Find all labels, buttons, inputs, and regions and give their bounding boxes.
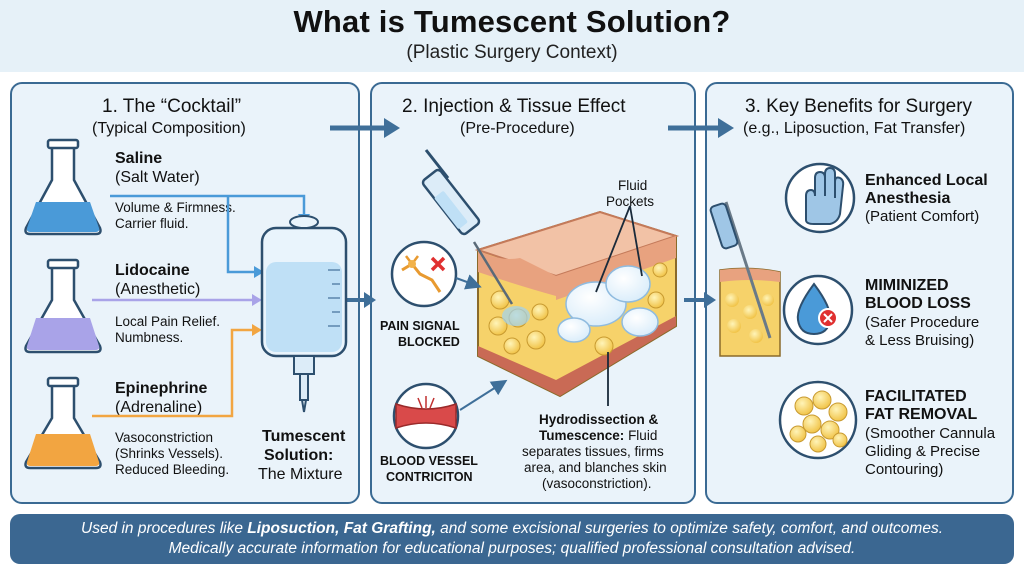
- syringe-icon: [421, 149, 514, 305]
- mixture-label3: The Mixture: [258, 466, 343, 483]
- vessel-label1: BLOOD VESSEL: [380, 454, 478, 468]
- panel2-subtitle: (Pre-Procedure): [460, 120, 575, 137]
- arrow-icon: [330, 118, 734, 308]
- benefit1-line2: Anesthesia: [865, 190, 951, 207]
- benefit2-line1: MIMINIZED: [865, 277, 949, 294]
- benefit1-line1: Enhanced Local: [865, 172, 988, 189]
- cannula-icon: [709, 201, 781, 357]
- footer-line1: Used in procedures like Liposuction, Fat…: [81, 520, 943, 537]
- epinephrine-name: Epinephrine: [115, 380, 208, 397]
- panel1-subtitle: (Typical Composition): [92, 120, 246, 137]
- footer-banner: Used in procedures like Liposuction, Fat…: [10, 514, 1014, 564]
- mixture-label1: Tumescent: [262, 428, 346, 445]
- footer-line2: Medically accurate information for educa…: [168, 540, 856, 557]
- saline-sub: (Salt Water): [115, 169, 200, 186]
- hand-icon: [784, 162, 856, 234]
- vessel-label2: CONTRICITON: [386, 470, 473, 484]
- hydro-line5: (vasoconstriction).: [542, 476, 652, 491]
- mixture-label2: Solution:: [264, 447, 334, 464]
- epinephrine-desc2: (Shrinks Vessels).: [115, 446, 224, 461]
- benefit2-line3: (Safer Procedure: [865, 314, 980, 331]
- lidocaine-desc2: Numbness.: [115, 330, 184, 345]
- skin-tissue-icon: [474, 210, 680, 398]
- panel3-title: 3. Key Benefits for Surgery: [745, 96, 973, 117]
- fluid-label1: Fluid: [618, 178, 648, 193]
- blood-vessel-icon: [392, 382, 460, 450]
- saline-desc1: Volume & Firmness.: [115, 200, 236, 215]
- benefit3-line3: (Smoother Cannula: [865, 425, 996, 442]
- saline-desc2: Carrier fluid.: [115, 216, 189, 231]
- iv-bag-icon: [260, 215, 348, 413]
- benefit2-line4: & Less Bruising): [865, 332, 975, 349]
- hydro-title: Hydrodissection &: [539, 412, 659, 427]
- panel2-title: 2. Injection & Tissue Effect: [402, 96, 626, 117]
- nerve-icon: [390, 240, 458, 308]
- epinephrine-desc3: Reduced Bleeding.: [115, 462, 230, 477]
- benefit1-line3: (Patient Comfort): [865, 208, 980, 225]
- epinephrine-sub: (Adrenaline): [115, 399, 203, 416]
- pain-label2: BLOCKED: [398, 335, 460, 349]
- lidocaine-desc1: Local Pain Relief.: [115, 314, 221, 329]
- page-title: What is Tumescent Solution?: [293, 4, 731, 39]
- flask-icon: [24, 258, 102, 354]
- benefit3-line4: Gliding & Precise: [865, 443, 981, 460]
- fat-cells-icon: [778, 380, 858, 460]
- benefit3-line2: FAT REMOVAL: [865, 406, 978, 423]
- hydro-line4: area, and blanches skin: [524, 460, 667, 475]
- page-subtitle: (Plastic Surgery Context): [406, 42, 618, 63]
- epinephrine-desc1: Vasoconstriction: [115, 430, 214, 445]
- hydro-line3: separates tissues, firms: [522, 444, 664, 459]
- panel1-title: 1. The “Cocktail”: [102, 96, 242, 117]
- benefit2-line2: BLOOD LOSS: [865, 295, 971, 312]
- flask-icon: [24, 138, 102, 236]
- lidocaine-sub: (Anesthetic): [115, 281, 201, 298]
- lidocaine-name: Lidocaine: [115, 262, 190, 279]
- benefit3-line1: FACILITATED: [865, 388, 967, 405]
- header-band: [0, 0, 1024, 72]
- panel3-subtitle: (e.g., Liposuction, Fat Transfer): [743, 120, 966, 137]
- pain-label1: PAIN SIGNAL: [380, 319, 460, 333]
- benefit3-line5: Contouring): [865, 461, 944, 478]
- saline-name: Saline: [115, 150, 163, 167]
- flask-icon: [24, 376, 102, 470]
- hydro-line2: Tumescence: Fluid: [539, 428, 658, 443]
- blood-drop-icon: [782, 274, 854, 346]
- fluid-label2: Pockets: [606, 194, 655, 209]
